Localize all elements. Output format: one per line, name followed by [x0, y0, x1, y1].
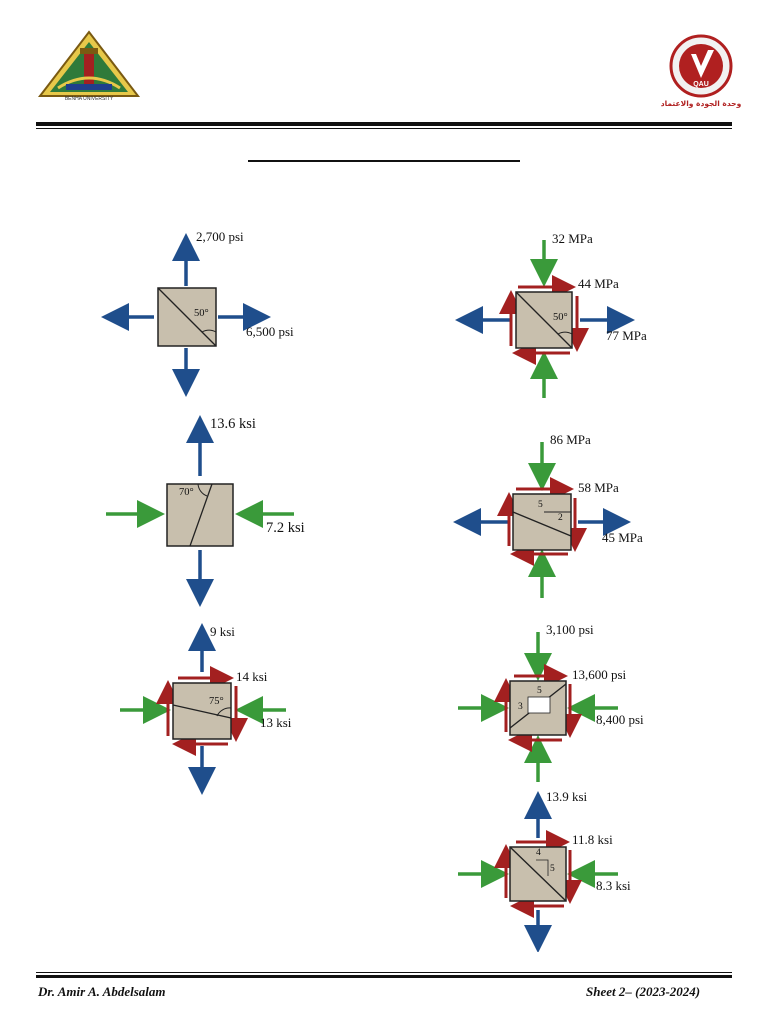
normal-stress-y-label: 86 MPa — [550, 432, 591, 447]
footer-author: Dr. Amir A. Abdelsalam — [38, 984, 166, 999]
stress-element-5: 9 ksi 14 ksi 13 ksi 75° — [114, 620, 314, 796]
normal-stress-y-label: 2,700 psi — [196, 229, 244, 244]
inclined-plane — [172, 704, 232, 719]
inclined-plane — [509, 846, 567, 902]
university-logo-text: BENHA UNIVERSITY — [65, 96, 114, 102]
stress-element-3: 13.6 ksi 7.2 ksi 70° — [100, 412, 320, 608]
shear-stress-label: 44 MPa — [578, 276, 619, 291]
normal-stress-x-label: 13 ksi — [260, 715, 292, 730]
inclined-plane — [157, 287, 217, 347]
normal-stress-y-label: 3,100 psi — [546, 622, 594, 637]
qau-logo: QAU وحدة الجودة والاعتماد — [661, 34, 742, 108]
normal-stress-x-label: 6,500 psi — [246, 324, 294, 339]
footer-rule-thin — [36, 972, 732, 973]
stress-element-7: 13.9 ksi 11.8 ksi 8.3 ksi 4 5 — [452, 786, 666, 953]
slope-run-label: 5 — [538, 500, 543, 510]
shear-stress-label: 13,600 psi — [572, 667, 627, 682]
stress-square — [512, 493, 572, 551]
shear-stress-label: 14 ksi — [236, 669, 268, 684]
qau-logo-caption: وحدة الجودة والاعتماد — [661, 99, 742, 108]
slope-triangle — [536, 859, 549, 876]
header-rule-thin — [36, 128, 732, 129]
university-logo: BENHA UNIVERSITY — [37, 30, 141, 102]
normal-stress-x-label: 7.2 ksi — [266, 520, 305, 536]
plane-angle-label: 50° — [553, 312, 568, 323]
normal-stress-x-label: 8,400 psi — [596, 712, 644, 727]
slope-rise-label: 5 — [550, 864, 555, 874]
plane-angle-label: 75° — [209, 696, 224, 707]
normal-stress-x-label: 45 MPa — [602, 530, 643, 545]
footer-sheet: Sheet 2– (2023-2024) — [586, 984, 701, 999]
slope-triangle — [527, 696, 551, 714]
title-underline — [248, 160, 520, 162]
qau-logo-text: QAU — [693, 81, 709, 88]
slope-run-label: 4 — [536, 848, 541, 858]
slope-rise-label: 2 — [558, 513, 563, 523]
inclined-plane — [515, 291, 573, 349]
normal-stress-y-label: 13.9 ksi — [546, 789, 588, 804]
normal-stress-y-label: 9 ksi — [210, 624, 235, 639]
normal-stress-y-label: 32 MPa — [552, 231, 593, 246]
inclined-plane — [189, 483, 213, 547]
slope-rise-label: 3 — [518, 702, 523, 712]
stress-element-2: 32 MPa 44 MPa 77 MPa 50° — [452, 226, 662, 404]
stress-element-1: 2,700 psi 6,500 psi 50° — [96, 226, 296, 402]
shear-stress-label: 11.8 ksi — [572, 832, 613, 847]
stress-square — [166, 483, 234, 547]
footer-rule-thick — [36, 975, 732, 978]
shear-stress-label: 58 MPa — [578, 480, 619, 495]
normal-stress-x-label: 8.3 ksi — [596, 878, 631, 893]
normal-stress-x-label: 77 MPa — [606, 328, 647, 343]
slope-run-label: 5 — [537, 686, 542, 696]
stress-element-4: 86 MPa 58 MPa 45 MPa 5 2 — [452, 428, 666, 604]
plane-angle-label: 70° — [179, 487, 194, 498]
header-rule-thick — [36, 122, 732, 126]
slope-triangle — [544, 511, 572, 524]
stress-element-6: 3,100 psi 13,600 psi 8,400 psi 5 3 — [452, 618, 666, 794]
inclined-plane — [512, 511, 572, 537]
plane-angle-label: 50° — [194, 308, 209, 319]
normal-stress-y-label: 13.6 ksi — [210, 416, 256, 432]
